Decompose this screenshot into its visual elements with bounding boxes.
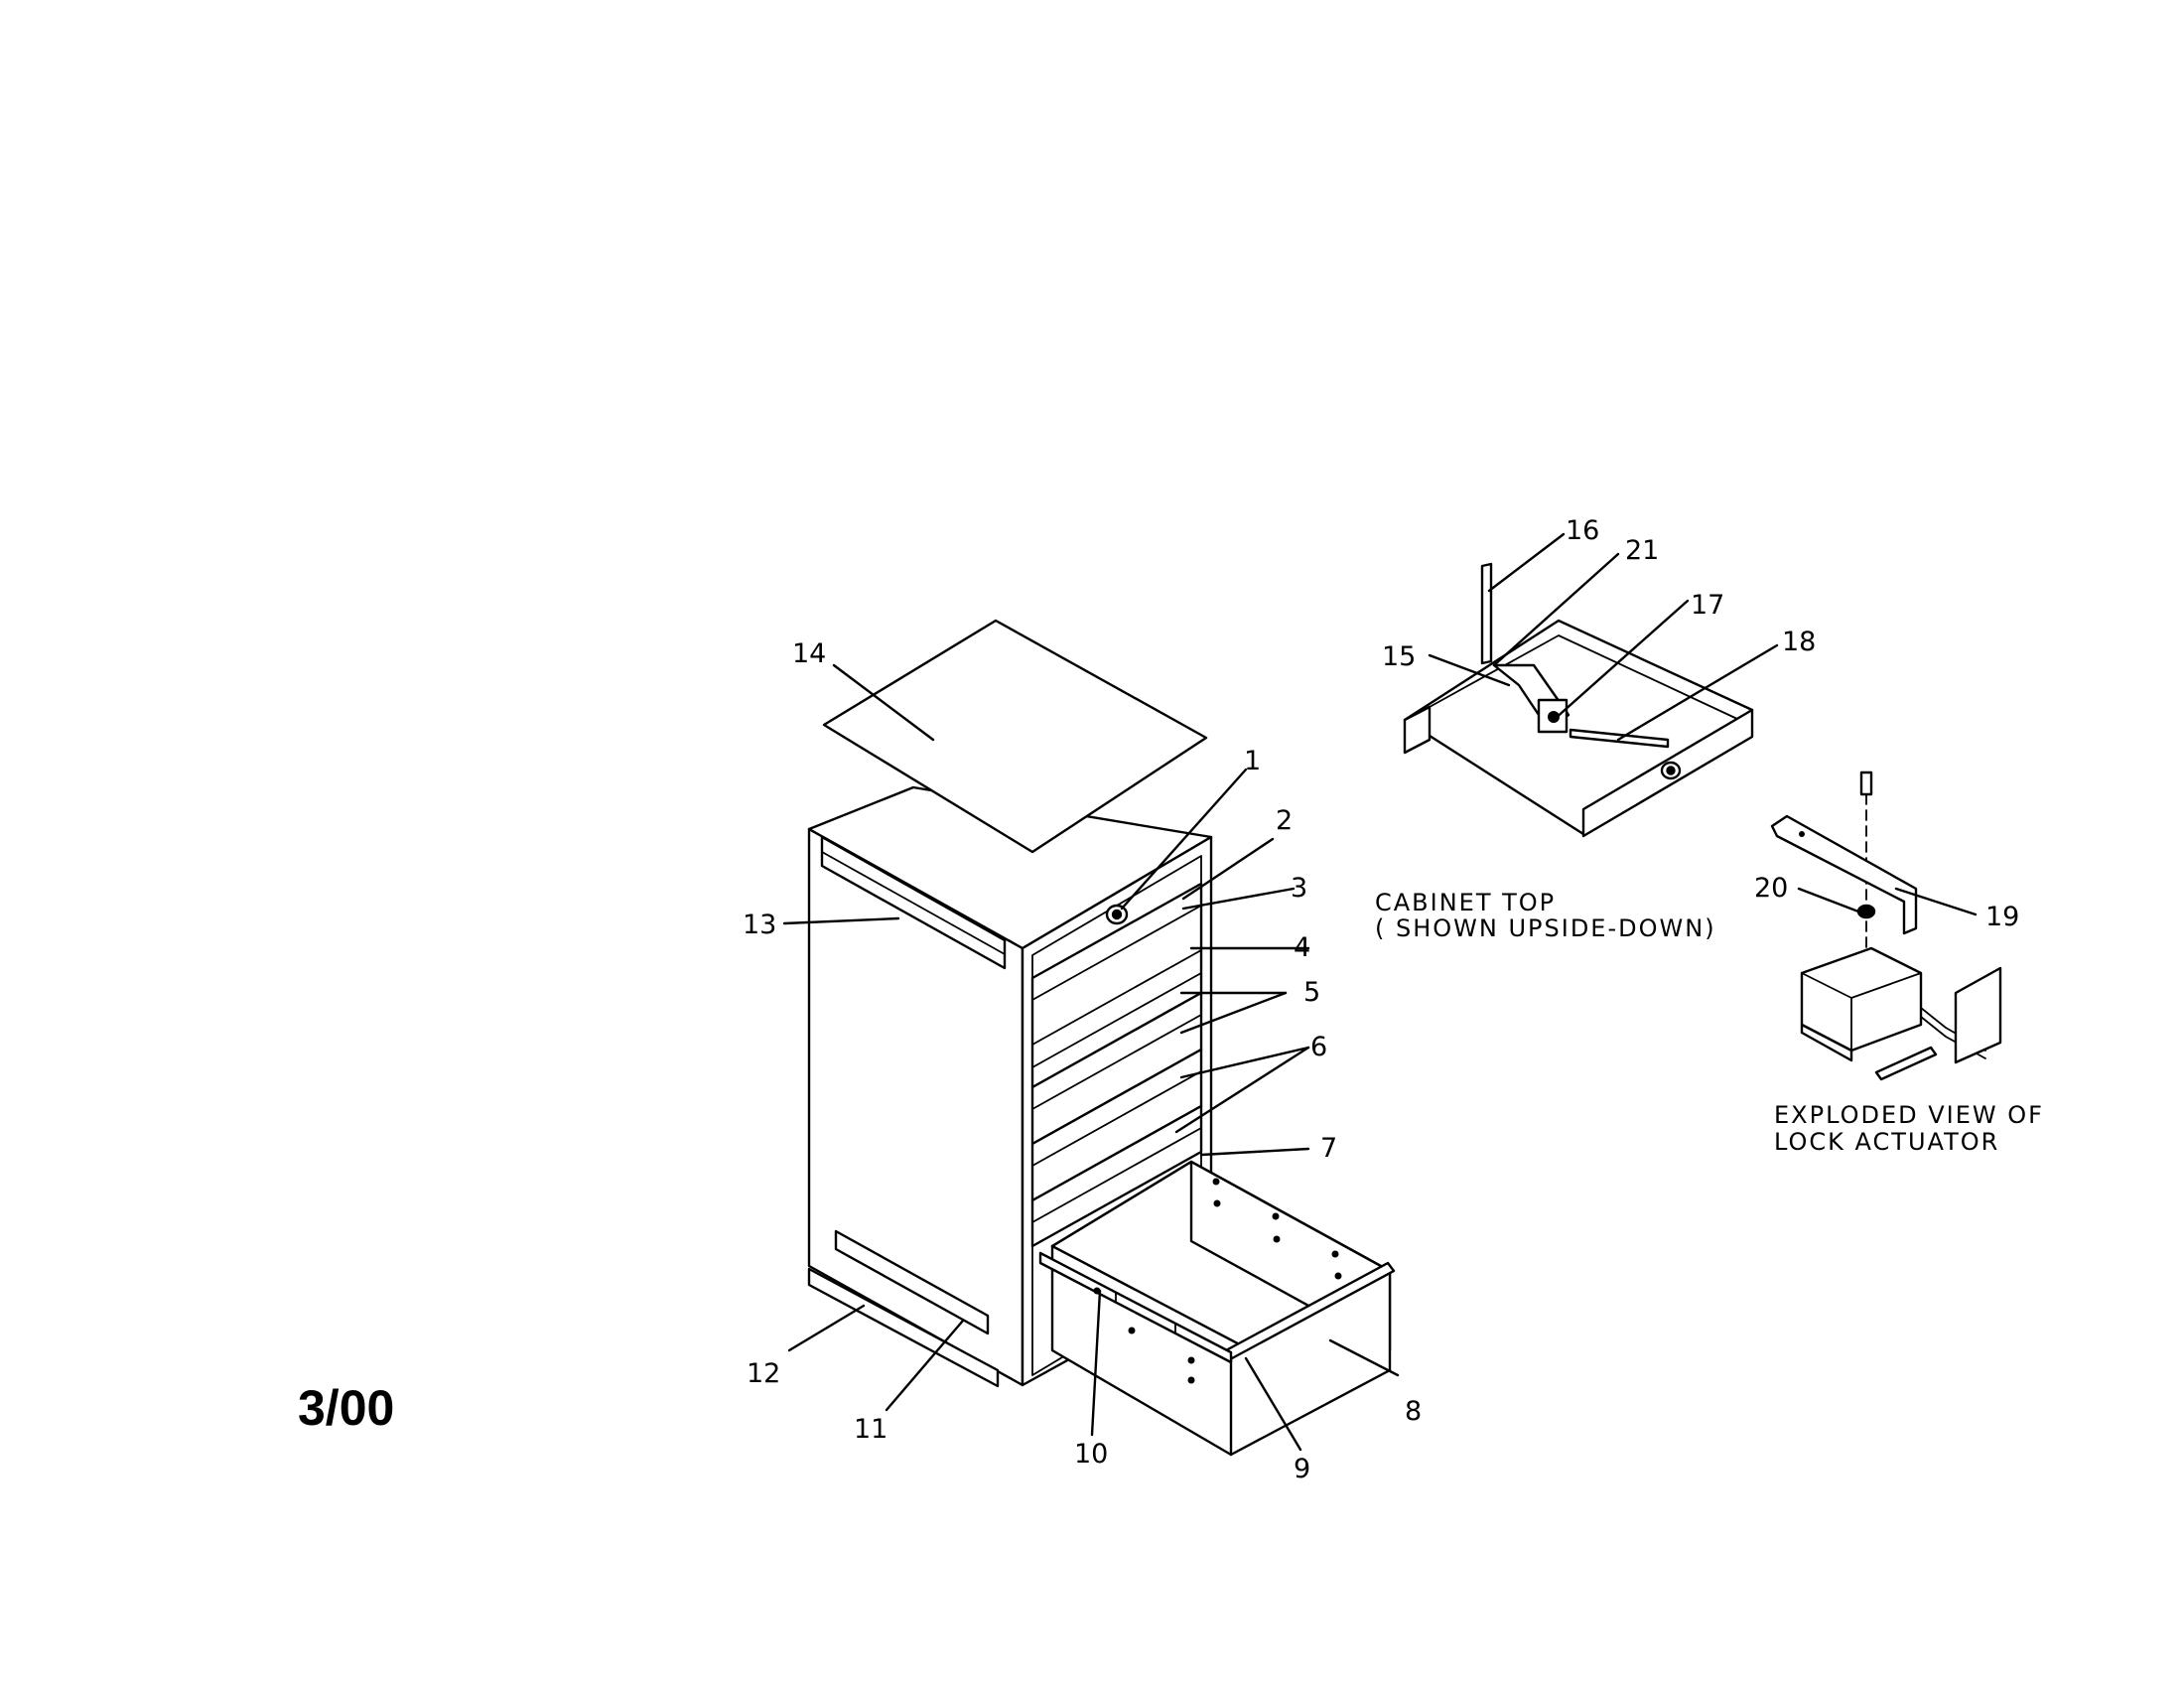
bracket-19: [1770, 814, 1918, 935]
washer-20: [1856, 904, 1876, 919]
cabinet-drawing: [807, 619, 1396, 1457]
top-mat-14: [822, 619, 1208, 854]
part-number-7: 7: [1320, 1133, 1337, 1164]
part-number-5: 5: [1303, 977, 1320, 1008]
side-rail-11: [834, 1229, 990, 1335]
part-number-21: 21: [1625, 535, 1659, 566]
caption-exploded-line2: LOCK ACTUATOR: [1774, 1128, 1999, 1156]
leader-lines: [782, 532, 1978, 1452]
part-number-3: 3: [1291, 873, 1307, 904]
mounting-plate: [1954, 966, 2002, 1064]
drawer-slide-10: [1038, 1251, 1233, 1364]
part-number-13: 13: [743, 910, 776, 940]
open-drawer: [1038, 1160, 1396, 1457]
part-number-labels: 1 2 3 4 5 6 7 8 9 10 11 12 13 14 15 16 1…: [743, 515, 2019, 1484]
part-number-6: 6: [1310, 1032, 1327, 1062]
base-rail-12: [807, 1267, 1000, 1388]
caption-cabinet-top-line2: ( SHOWN UPSIDE-DOWN): [1375, 914, 1716, 942]
part-number-1: 1: [1244, 746, 1261, 776]
part-number-20: 20: [1754, 873, 1788, 904]
date-code: 3/00: [298, 1380, 394, 1436]
part-number-15: 15: [1382, 641, 1416, 672]
drawer-fronts: [1030, 882, 1203, 1248]
part-number-2: 2: [1276, 805, 1293, 836]
cabinet-top-underside: [1403, 619, 1754, 836]
part-number-16: 16: [1566, 515, 1599, 546]
screw: [1859, 771, 1873, 796]
part-number-19: 19: [1985, 902, 2019, 932]
part-number-4: 4: [1294, 932, 1310, 963]
caption-exploded-line1: EXPLODED VIEW OF: [1774, 1101, 2044, 1129]
lock-rod-16: [1480, 562, 1493, 665]
part-number-17: 17: [1691, 590, 1724, 621]
part-number-14: 14: [792, 638, 826, 669]
cabinet-top-side-lip: [1403, 705, 1432, 755]
lock-latch-17: [1537, 698, 1569, 734]
lock-actuator-drawing: [1770, 771, 2002, 1081]
part-number-8: 8: [1405, 1396, 1422, 1427]
part-number-10: 10: [1074, 1439, 1108, 1470]
part-number-18: 18: [1782, 627, 1816, 657]
part-number-9: 9: [1294, 1454, 1310, 1484]
caption-cabinet-top-line1: CABINET TOP: [1375, 889, 1556, 916]
part-number-12: 12: [747, 1358, 780, 1389]
part-number-11: 11: [854, 1414, 887, 1445]
